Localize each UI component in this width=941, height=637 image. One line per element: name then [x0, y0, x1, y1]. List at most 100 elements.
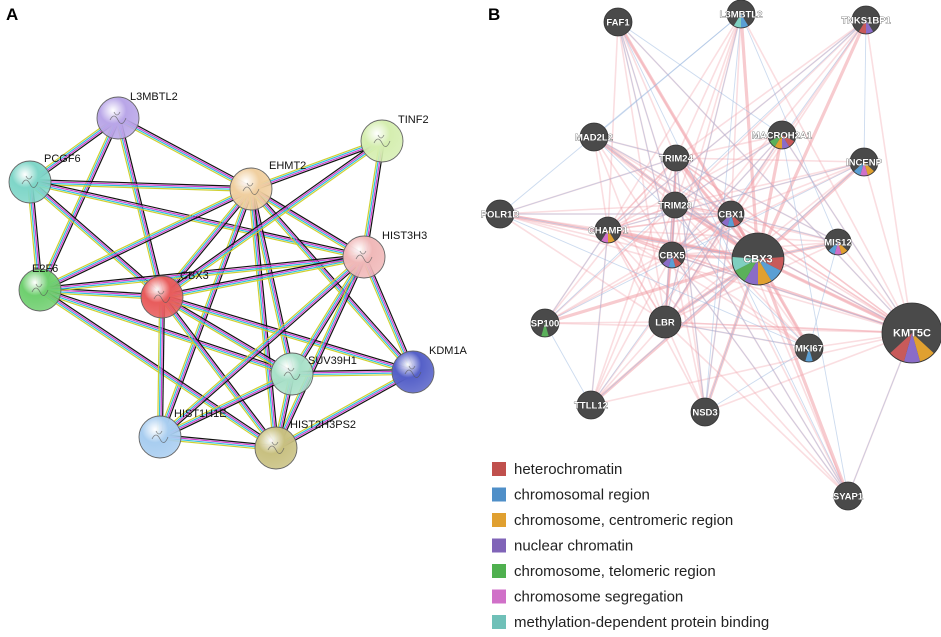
node-trim24[interactable]: TRIM24 [659, 144, 694, 172]
node-hist2h3ps2[interactable]: HIST2H3PS2 [254, 419, 356, 470]
node-tinf2[interactable]: TINF2 [360, 114, 429, 163]
protein-structure-icon [373, 134, 391, 147]
node-incenp[interactable]: INCENP [846, 147, 883, 177]
node-champ1[interactable]: CHAMP1 [588, 216, 629, 244]
edge-ehmt2-e2f6 [38, 186, 253, 293]
node-cbx5[interactable]: CBX5 [658, 241, 686, 269]
node-hist3h3[interactable]: HIST3H3 [342, 230, 427, 279]
edge-strand [161, 298, 413, 375]
edge-mad2l2-cbx1 [593, 136, 732, 215]
node-cbx1[interactable]: CBX1 [717, 200, 745, 228]
edge-polr1b-cbx3 [499, 213, 759, 260]
node-label: MAD2L2 [575, 133, 613, 144]
legend-label: chromosome, centromeric region [514, 512, 733, 529]
edge-champ1-faf1 [607, 21, 619, 231]
node-trim28[interactable]: TRIM28 [658, 191, 692, 219]
edge-strand [41, 287, 278, 447]
node-circle [662, 144, 690, 172]
node-sphere [140, 275, 184, 319]
edge-tnks1bp1-sp100 [544, 19, 867, 324]
node-polr1b[interactable]: POLR1B [480, 199, 520, 229]
edge-ehmt2-hist3h3 [249, 186, 366, 260]
protein-structure-icon [31, 283, 49, 296]
node-macroh2a1[interactable]: MACROH2A1 [752, 120, 813, 150]
edge-strand [160, 375, 294, 440]
edge-strand [162, 296, 278, 448]
edge-sp100-ttll12 [544, 322, 592, 406]
node-syap1[interactable]: SYAP1 [833, 481, 864, 511]
legend-item-chromosomal-region: chromosomal region [492, 487, 650, 504]
edge-strand [29, 183, 251, 192]
annotation-slice [774, 135, 782, 149]
edge-ehmt2-suv39h1 [248, 188, 295, 375]
edge-kmt5c-tnks1bp1 [865, 19, 913, 334]
node-cbx3[interactable]: CBX3 [140, 270, 209, 319]
node-lbr[interactable]: LBR [648, 305, 682, 339]
annotation-slice [782, 135, 790, 149]
edge-strand [31, 179, 164, 296]
edge-cbx5-incenp [671, 161, 865, 256]
edge-trim24-incenp [675, 157, 865, 163]
edge-cbx1-faf1 [617, 21, 732, 215]
node-kmt5c[interactable]: KMT5C [881, 302, 941, 364]
node-label: TRIM28 [658, 201, 692, 212]
edge-strand [118, 115, 253, 188]
node-tnks1bp1[interactable]: TNKS1BP1 [841, 5, 892, 35]
edge-polr1b-mki67 [499, 213, 810, 349]
panel-a-edges [27, 115, 416, 451]
edge-strand [160, 298, 292, 377]
node-hist1h1e[interactable]: HIST1H1E [138, 408, 227, 459]
node-l3mbtl2[interactable]: L3MBTL2 [96, 91, 178, 140]
edge-strand [252, 187, 416, 371]
node-faf1[interactable]: FAF1 [603, 7, 633, 37]
node-sp100[interactable]: SP100 [530, 308, 560, 338]
edge-lbr-mad2l2 [593, 136, 666, 323]
edge-champ1-cbx1 [607, 213, 732, 231]
edge-kmt5c-polr1b [499, 213, 913, 334]
node-mis12[interactable]: MIS12 [824, 228, 852, 256]
edge-strand [161, 297, 165, 438]
edge-pcgf6-ehmt2 [29, 179, 252, 192]
edge-strand [30, 180, 252, 189]
node-sphere [18, 268, 62, 312]
edge-cbx1-mis12 [730, 213, 839, 243]
edge-trim28-sp100 [544, 204, 676, 324]
legend-item-heterochromatin: heterochromatin [492, 461, 622, 478]
node-kdm1a[interactable]: KDM1A [391, 345, 468, 394]
edge-trim24-l3mbtl2 [675, 13, 742, 159]
legend-item-chromosome-telomeric-region: chromosome, telomeric region [492, 563, 716, 580]
edge-strand [249, 189, 292, 375]
node-mki67[interactable]: MKI67 [794, 333, 824, 363]
edge-trim24-ttll12 [590, 157, 677, 406]
edge-champ1-trim24 [607, 157, 677, 231]
edge-trim24-polr1b [499, 157, 677, 215]
node-e2f6[interactable]: E2F6 [18, 263, 62, 312]
node-l3mbtl2[interactable]: L3MBTL2 [719, 0, 763, 29]
node-label: KMT5C [893, 328, 931, 340]
edge-strand [37, 116, 117, 290]
legend-swatch [492, 615, 506, 629]
edge-l3mbtl2-polr1b [499, 13, 742, 215]
node-ttll12[interactable]: TTLL12 [574, 390, 608, 420]
edge-champ1-mki67 [607, 229, 810, 349]
edge-tinf2-ehmt2 [249, 138, 384, 192]
edge-strand [249, 189, 413, 373]
node-cbx3[interactable]: CBX3 [731, 232, 785, 286]
node-ehmt2[interactable]: EHMT2 [229, 160, 306, 211]
annotation-slice [668, 255, 676, 268]
node-mad2l2[interactable]: MAD2L2 [575, 122, 613, 152]
edge-strand [251, 188, 415, 372]
node-nsd3[interactable]: NSD3 [690, 397, 720, 427]
edge-strand [248, 189, 291, 375]
edge-strand [162, 295, 414, 372]
edge-cbx3-l3mbtl2 [739, 13, 760, 260]
edge-strand [162, 295, 293, 374]
node-suv39h1[interactable]: SUV39H1 [270, 352, 357, 396]
legend-label: chromosome segregation [514, 589, 683, 606]
protein-structure-icon [283, 367, 301, 380]
edge-strand [276, 257, 366, 449]
protein-structure-icon [404, 365, 422, 378]
legend-item-chromosome-segregation: chromosome segregation [492, 589, 683, 606]
node-pcgf6[interactable]: PCGF6 [8, 153, 81, 204]
panel-b-label: B [488, 5, 500, 24]
